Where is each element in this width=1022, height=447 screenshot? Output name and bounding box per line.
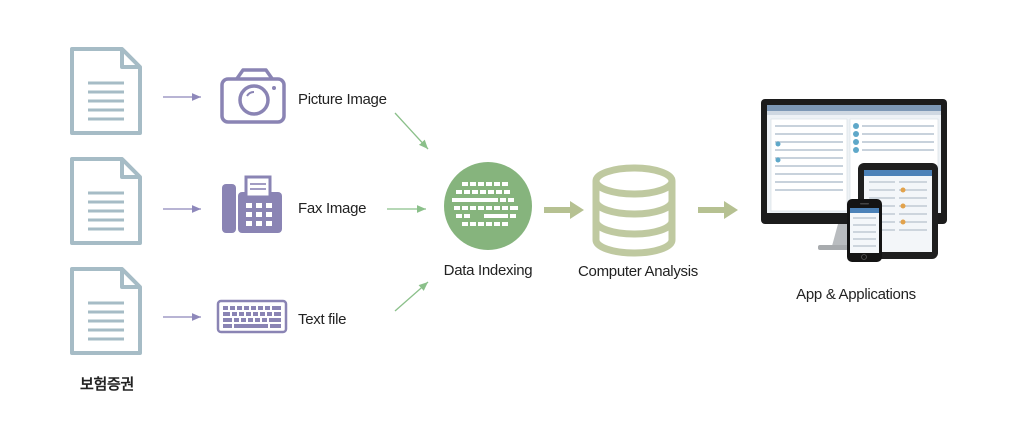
- keyboard-icon: [216, 299, 288, 334]
- phone-icon: [847, 199, 882, 262]
- arrow-analysis-to-apps: [698, 201, 738, 219]
- fax-icon: [222, 175, 282, 233]
- document-icon: [70, 47, 142, 135]
- document-icon: [70, 157, 142, 245]
- picture-image-label: Picture Image: [298, 91, 387, 108]
- document-icon: [70, 267, 142, 355]
- database-icon: [592, 164, 676, 257]
- data-indexing-icon: [444, 162, 532, 250]
- devices-icon: [761, 99, 947, 262]
- arrow-picture-to-indexing: [394, 112, 429, 150]
- arrow-text-to-indexing: [394, 281, 429, 312]
- arrow-indexing-to-analysis: [544, 201, 584, 219]
- text-file-label: Text file: [298, 311, 347, 328]
- computer-analysis-label: Computer Analysis: [578, 263, 698, 280]
- camera-icon: [220, 68, 286, 124]
- document-group-label: 보험증권: [79, 376, 135, 393]
- fax-image-label: Fax Image: [298, 200, 367, 217]
- data-indexing-label: Data Indexing: [443, 262, 533, 279]
- app-applications-label: App & Applications: [796, 286, 916, 303]
